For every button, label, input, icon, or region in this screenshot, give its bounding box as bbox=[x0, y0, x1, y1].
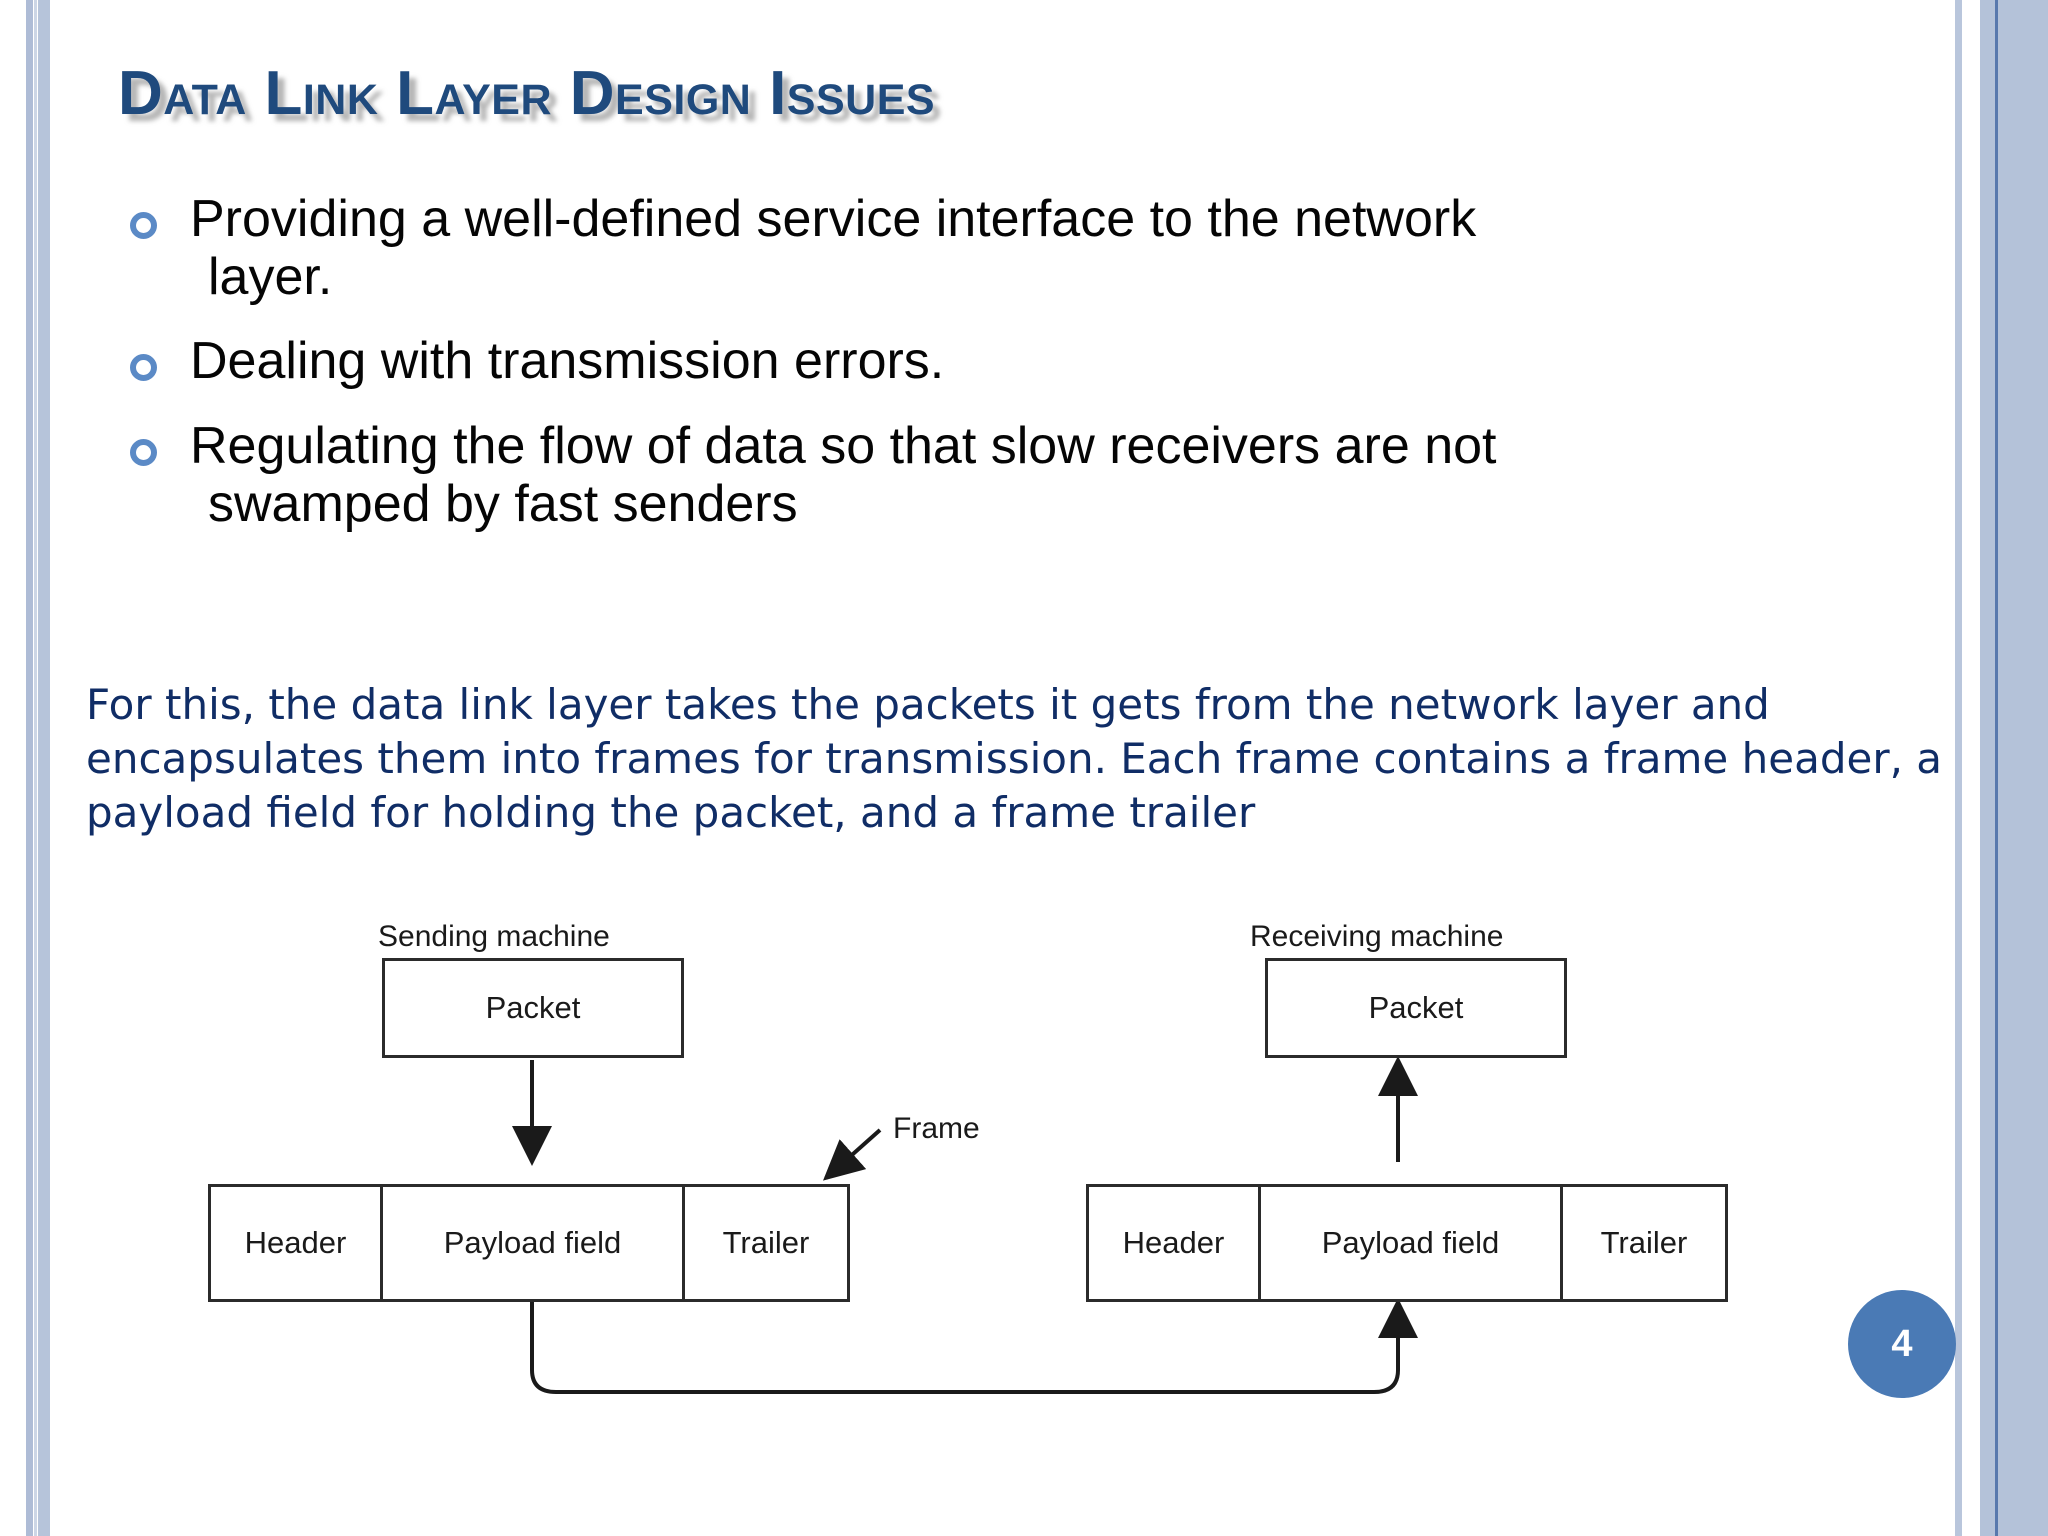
frame-trailer-cell: Trailer bbox=[682, 1184, 850, 1302]
left-edge-stripe-outer bbox=[26, 0, 33, 1536]
left-edge-stripe-hairline bbox=[34, 0, 37, 1536]
bullet-line-1: Providing a well-defined service interfa… bbox=[190, 190, 1477, 248]
frame-payload-cell: Payload field bbox=[1258, 1184, 1560, 1302]
diagram-connectors bbox=[512, 1056, 1418, 1394]
frame-payload-cell: Payload field bbox=[380, 1184, 682, 1302]
right-edge-panel bbox=[1980, 0, 2048, 1536]
ring-bullet-icon bbox=[130, 438, 157, 466]
encapsulation-diagram: Sending machine Packet Receiving machine… bbox=[0, 920, 1900, 1470]
bullet-list: Providing a well-defined service interfa… bbox=[120, 190, 1840, 559]
bullet-line-1: Regulating the flow of data so that slow… bbox=[190, 416, 1497, 475]
right-edge-stripe-white bbox=[1963, 0, 1976, 1536]
ring-bullet-icon bbox=[130, 354, 157, 382]
frame-trailer-cell: Trailer bbox=[1560, 1184, 1728, 1302]
packet-box-receiving: Packet bbox=[1265, 958, 1567, 1058]
right-edge-stripe-thin bbox=[1955, 0, 1962, 1536]
slide-title: Data Link Layer Design Issues bbox=[118, 59, 936, 128]
bullet-text: Dealing with transmission errors. bbox=[190, 332, 1840, 390]
receiving-machine-label: Receiving machine bbox=[1250, 920, 1504, 953]
list-item: Providing a well-defined service interfa… bbox=[120, 190, 1840, 306]
frame-header-cell: Header bbox=[208, 1184, 380, 1302]
sending-machine-label: Sending machine bbox=[378, 920, 610, 953]
frame-receiving: Header Payload field Trailer bbox=[1086, 1184, 1728, 1302]
right-edge-accent-line bbox=[1995, 0, 1998, 1536]
left-edge-stripe-inner bbox=[38, 0, 50, 1536]
frame-sending: Header Payload field Trailer bbox=[208, 1184, 850, 1302]
bullet-line-2: swamped by fast senders bbox=[208, 474, 798, 533]
list-item: Regulating the flow of data so that slow… bbox=[120, 417, 1840, 533]
bullet-text: Providing a well-defined service interfa… bbox=[190, 190, 1840, 306]
frame-label: Frame bbox=[893, 1112, 980, 1145]
list-item: Dealing with transmission errors. bbox=[120, 332, 1840, 390]
bullet-text: Regulating the flow of data so that slow… bbox=[190, 417, 1840, 533]
body-paragraph: For this, the data link layer takes the … bbox=[86, 680, 1943, 837]
bullet-line-2: layer. bbox=[208, 248, 333, 307]
ring-bullet-icon bbox=[130, 212, 157, 239]
packet-box-sending: Packet bbox=[382, 958, 684, 1058]
page-number-badge: 4 bbox=[1848, 1290, 1956, 1398]
bullet-line-1: Dealing with transmission errors. bbox=[190, 332, 945, 391]
frame-header-cell: Header bbox=[1086, 1184, 1258, 1302]
